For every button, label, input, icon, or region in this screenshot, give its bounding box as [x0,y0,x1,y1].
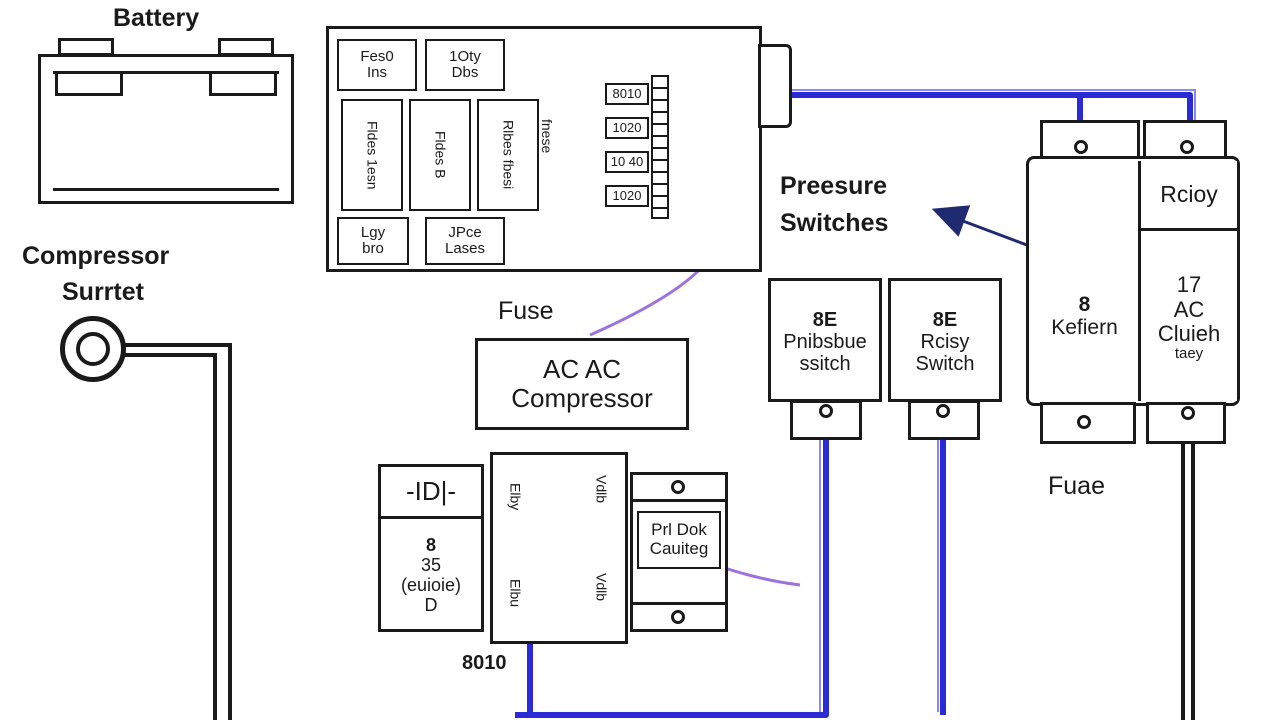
fuse-right-label: Fuae [1048,472,1105,500]
connector-row: 1020 [605,117,649,139]
terminal-icon [936,404,950,418]
bottom-relay-box-text-2: Cauiteg [649,539,709,558]
fuse-slot-2: 1Oty Dbs [425,39,505,91]
fuse-slot-6: fnese [539,119,555,159]
terminal-icon [1180,140,1194,154]
relay-switch-text-2: Switch [915,353,975,375]
bottom-mid-text-4: Vdlb [593,573,610,602]
fuse-slot-6-text: fnese [539,119,556,154]
fuse-slot-7: Lgy bro [337,217,409,265]
fuse-slot-4-text: Fldes B [432,131,449,179]
pressure-switch-code: 8E [812,309,838,331]
fuse-slot-5: Rlbes fbesi [477,99,539,211]
fuse-label: Fuse [498,297,554,325]
ac-clutch-relay-text: 17 [1176,272,1202,298]
relay-switch: 8E Rcisy Switch [888,278,1002,402]
fuse-slot-5-text: Rlbes fbesi [500,120,517,190]
relay-switch-base [908,400,980,440]
pressure-switch: 8E Pnibsbue ssitch [768,278,882,402]
fuse-slot-1: Fes0 Ins [337,39,417,91]
bottom-relay-box-text: Prl Dok [651,520,707,540]
bottom-left-box-text-2: (euioie) [400,575,462,595]
bottom-relay-box: Prl Dok Cauiteg [630,472,728,632]
ac-compressor-text: AC AC [542,354,622,385]
battery [38,54,294,204]
relay-block: 8 Kefiern Rcioy 17 AC Cluieh taey [1026,156,1240,406]
bottom-left-box-text: 35 [420,555,442,576]
bottom-mid-text-2: Vdlb [593,475,610,504]
fuse-box-plug [758,44,792,128]
pressure-switch-base [790,400,862,440]
bottom-mid-text: Elby [507,483,524,511]
terminal-icon [1181,406,1195,420]
compressor-switch-label-2: Surrtet [62,278,144,306]
battery-label: Battery [113,4,200,32]
terminal-icon [819,404,833,418]
fuse-slot-7-text: Lgy [360,223,386,241]
relay-left-text: Kefiern [1051,316,1118,339]
relay-left: 8 Kefiern [1031,161,1141,401]
bottom-left-box-top: -ID|- [381,467,481,519]
terminal-icon [671,480,685,494]
bottom-mid-box: Elby Vdlb Elbu Vdlb [490,452,628,644]
pressure-switch-text: Pnibsbue [783,331,867,353]
relay-top: Rcioy [1141,161,1237,231]
relay-switch-text: Rcisy [920,331,970,353]
wire-compressor-switch-2 [115,353,217,720]
ac-clutch-relay: 17 AC Cluieh taey [1141,235,1237,401]
fuse-box: Fes0 Ins 1Oty Dbs Fldes 1esn Fldes B Rlb… [326,26,762,272]
ac-compressor: AC AC Compressor [475,338,689,430]
wire-pressure-switch-down [515,410,829,718]
terminal-icon [1077,415,1091,429]
fuse-slot-2-text-2: Dbs [451,64,479,81]
terminal-icon [671,610,685,624]
ac-clutch-relay-text-4: taey [1174,345,1204,363]
pressure-switch-text-2: ssitch [799,353,851,375]
fuse-slot-3: Fldes 1esn [341,99,403,211]
bottom-mid-text-3: Elbu [507,579,524,608]
fuse-slot-7-text-2: bro [362,240,384,257]
relay-top-text: Rcioy [1160,180,1218,207]
bottom-code-label: 8010 [462,652,507,674]
compressor-switch-label: Compressor [22,242,170,270]
connector-row: 10 40 [605,151,649,173]
wire-compressor-switch-1 [115,343,232,720]
connector-row: 1020 [605,185,649,207]
relay-switch-code: 8E [932,309,958,331]
fuse-slot-8-text-2: Lases [444,240,486,257]
bottom-left-box-text-3: D [424,594,438,615]
fuse-slot-2-text: 1Oty [449,47,481,65]
fuse-slot-8-text: JPce [448,223,482,241]
ac-compressor-text-2: Compressor [511,383,653,413]
fuse-box-connector: 8010 1020 10 40 1020 [601,75,671,221]
fuse-slot-1-text-2: Ins [366,64,387,81]
bottom-left-box-body: 8 35 (euioie) D [381,523,481,629]
fuse-slot-1-text: Fes0 [360,47,394,65]
terminal-icon [1074,140,1088,154]
connector-row: 8010 [605,83,649,105]
fuse-slot-3-text: Fldes 1esn [364,120,381,190]
pressure-switches-label-2: Switches [780,209,889,237]
bottom-left-box-code: 8 [425,535,436,556]
relay-left-code: 8 [1078,292,1091,316]
ac-clutch-relay-text-3: Cluieh [1157,320,1221,346]
pressure-switches-label: Preesure [780,172,888,200]
relay-block-top-tabs [1040,120,1140,160]
fuse-slot-8: JPce Lases [425,217,505,265]
bottom-left-box: -ID|- 8 35 (euioie) D [378,464,484,632]
fuse-slot-4: Fldes B [409,99,471,211]
ac-clutch-relay-text-2: AC [1173,296,1205,322]
bottom-relay-box-label: Prl Dok Cauiteg [637,511,721,569]
compressor-switch-icon [60,316,126,382]
